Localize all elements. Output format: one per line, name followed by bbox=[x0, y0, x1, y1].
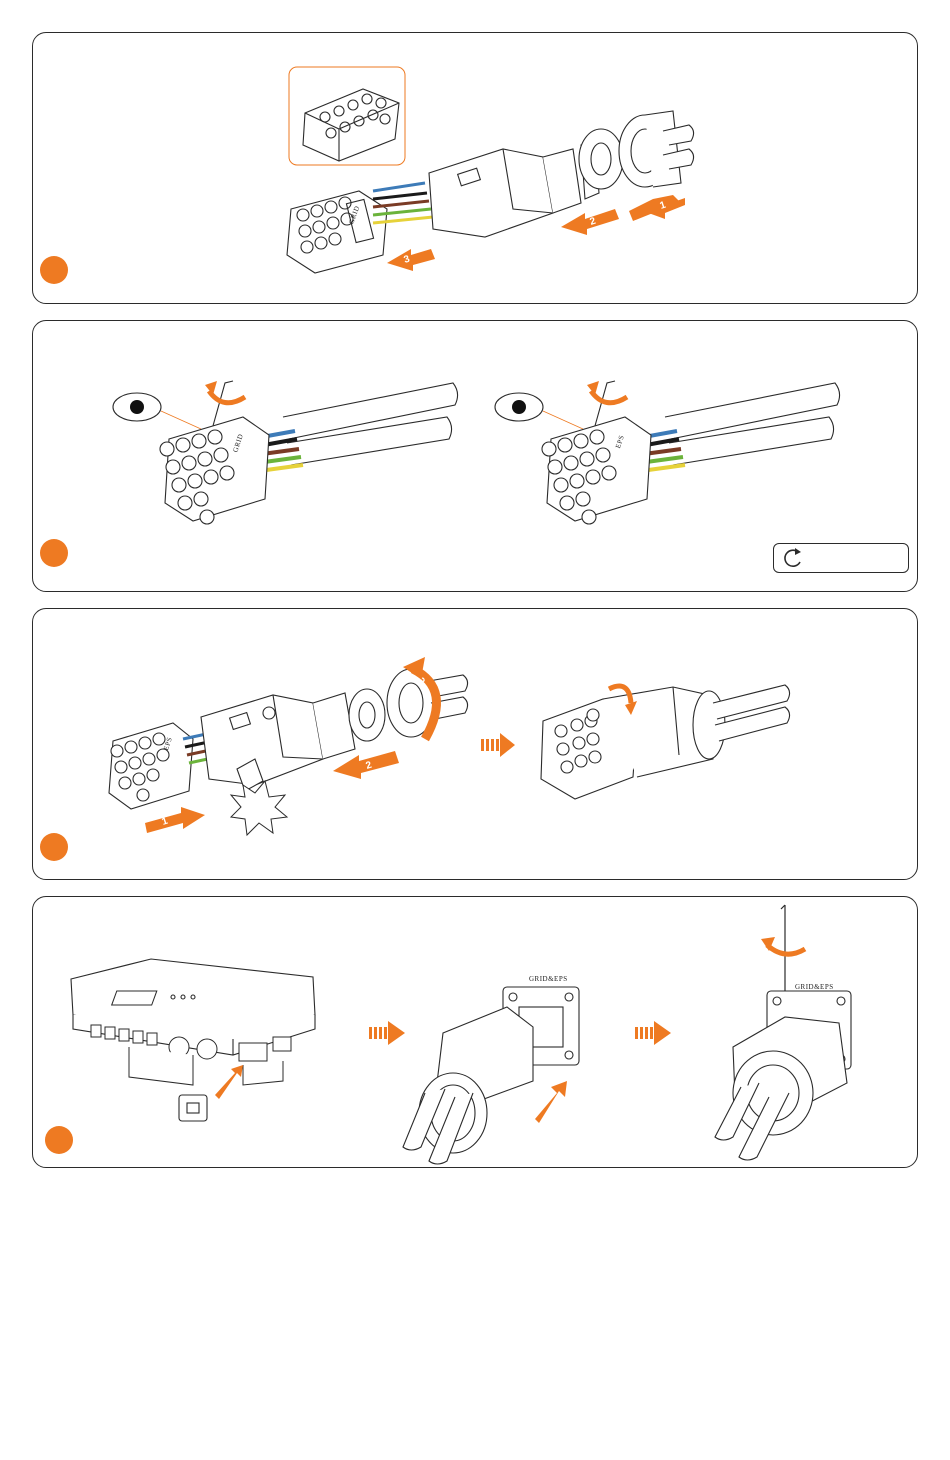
assembled-connector-icon bbox=[733, 1017, 847, 1135]
direction-arrow-3 bbox=[387, 249, 435, 271]
step-panel-1: GRID bbox=[32, 32, 918, 304]
port-label: GRID&EPS bbox=[529, 975, 568, 983]
grid-insert-icon bbox=[287, 191, 387, 273]
sight-line bbox=[161, 411, 201, 429]
eye-icon bbox=[113, 393, 161, 421]
panel-1-illustration: GRID bbox=[33, 33, 918, 304]
flow-arrow-icon bbox=[369, 1021, 405, 1045]
flow-arrow-icon bbox=[635, 1021, 671, 1045]
cables-icon bbox=[665, 383, 840, 465]
cables-icon bbox=[283, 383, 458, 465]
rotate-arrow-icon bbox=[591, 391, 627, 403]
insert-arrow-icon bbox=[535, 1081, 567, 1123]
step-panel-2: GRID EPS bbox=[32, 320, 918, 592]
step-panel-3: EPS 3 bbox=[32, 608, 918, 880]
remove-arrow-icon bbox=[215, 1065, 243, 1099]
rotate-arrow-icon bbox=[767, 945, 805, 954]
step-marker-1 bbox=[40, 256, 68, 284]
rotate-arrow-icon bbox=[209, 391, 245, 403]
cap-nut-icon bbox=[619, 111, 681, 187]
flow-arrow-icon bbox=[481, 733, 515, 757]
sight-line bbox=[543, 411, 583, 429]
connector-housing-icon bbox=[419, 1007, 533, 1153]
step-marker-4 bbox=[45, 1126, 73, 1154]
insert-detail-icon bbox=[303, 89, 399, 161]
step-marker-2 bbox=[40, 539, 68, 567]
seal-icon bbox=[349, 689, 385, 741]
cables-icon bbox=[713, 685, 790, 741]
port-label: GRID&EPS bbox=[795, 983, 834, 991]
eps-insert-icon bbox=[542, 417, 651, 524]
direction-arrow-1 bbox=[145, 807, 205, 833]
step-panel-4: GRID&EPS GRID&EPS bbox=[32, 896, 918, 1168]
insert-detail-frame bbox=[289, 67, 405, 165]
seal-icon bbox=[579, 129, 623, 189]
eps-insert-icon bbox=[109, 723, 193, 809]
click-burst-icon bbox=[231, 781, 287, 835]
step-marker-3 bbox=[40, 833, 68, 861]
torque-callout bbox=[773, 543, 909, 573]
direction-arrow-1 bbox=[629, 195, 685, 221]
connector-housing-icon bbox=[201, 693, 355, 791]
eye-icon bbox=[495, 393, 543, 421]
panel-3-illustration: EPS 3 bbox=[33, 609, 918, 880]
grid-insert-icon bbox=[160, 417, 269, 524]
rotate-icon bbox=[778, 544, 808, 572]
panel-4-illustration: GRID&EPS GRID&EPS bbox=[33, 897, 918, 1168]
eps-plug-icon bbox=[179, 1095, 207, 1121]
